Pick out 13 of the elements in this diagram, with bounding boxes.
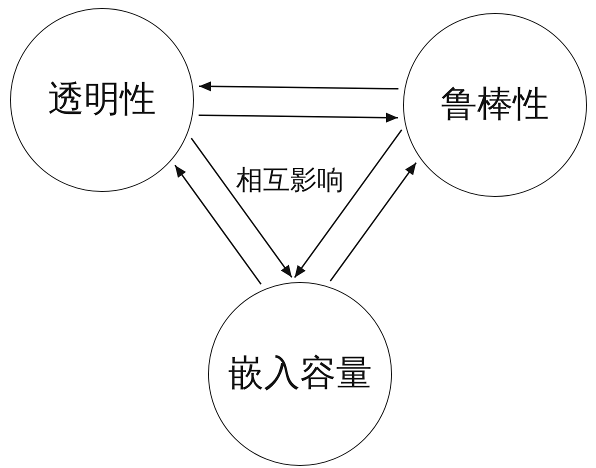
arrow [190, 138, 292, 278]
circle-node [208, 282, 392, 466]
circle-node [403, 13, 587, 197]
node-label: 嵌入容量 [228, 354, 372, 394]
circle-node [10, 8, 194, 192]
annotation-text: 相互影响 [236, 166, 344, 196]
arrow [198, 112, 398, 123]
node-label: 鲁棒性 [441, 85, 549, 125]
arrow [330, 162, 417, 282]
arrow [199, 81, 398, 92]
arrow [174, 164, 262, 285]
arrow [294, 129, 402, 278]
node-label: 透明性 [48, 80, 156, 120]
